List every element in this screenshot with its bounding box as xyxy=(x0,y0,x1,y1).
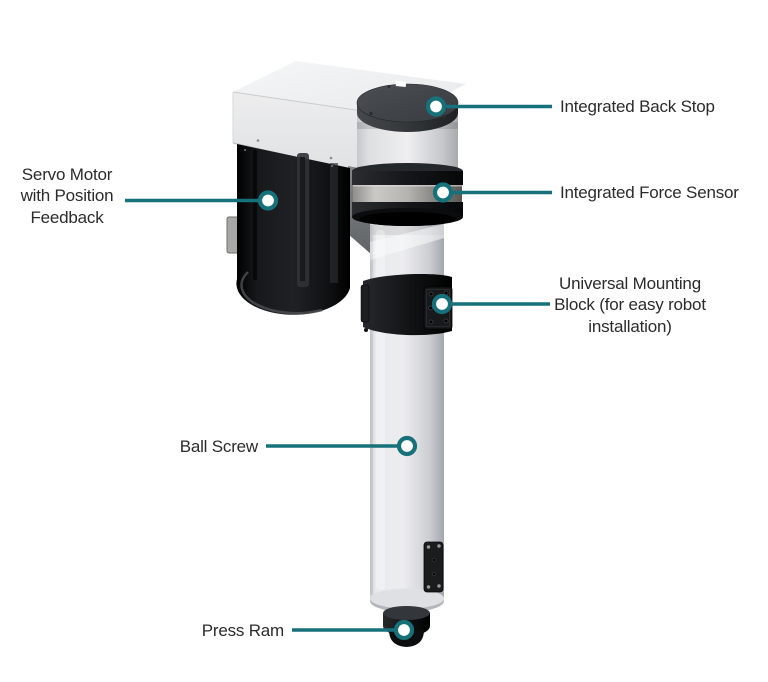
label-back-stop: Integrated Back Stop xyxy=(560,97,715,116)
callout-servo-motor xyxy=(125,190,279,211)
label-force-sensor: Integrated Force Sensor xyxy=(560,183,739,202)
callout-marker xyxy=(425,96,447,117)
callout-marker xyxy=(431,293,453,315)
callout-back-stop xyxy=(425,96,552,117)
callout-mounting-block xyxy=(431,293,550,315)
callout-marker xyxy=(396,435,418,457)
callout-ball-screw xyxy=(266,435,418,457)
callout-marker xyxy=(257,190,279,211)
label-ball-screw: Ball Screw xyxy=(179,437,259,456)
servo-motor xyxy=(226,144,350,315)
label-servo-motor: Servo Motor with Position Feedback xyxy=(20,165,114,227)
mounting-block xyxy=(360,273,453,336)
callout-press-ram xyxy=(292,619,415,641)
callout-marker xyxy=(393,619,415,641)
access-plate xyxy=(423,541,444,593)
callout-marker xyxy=(432,182,454,203)
label-press-ram: Press Ram xyxy=(201,621,284,640)
callout-force-sensor xyxy=(432,182,552,203)
label-mounting-block: Universal Mounting Block (for easy robot… xyxy=(554,274,706,336)
